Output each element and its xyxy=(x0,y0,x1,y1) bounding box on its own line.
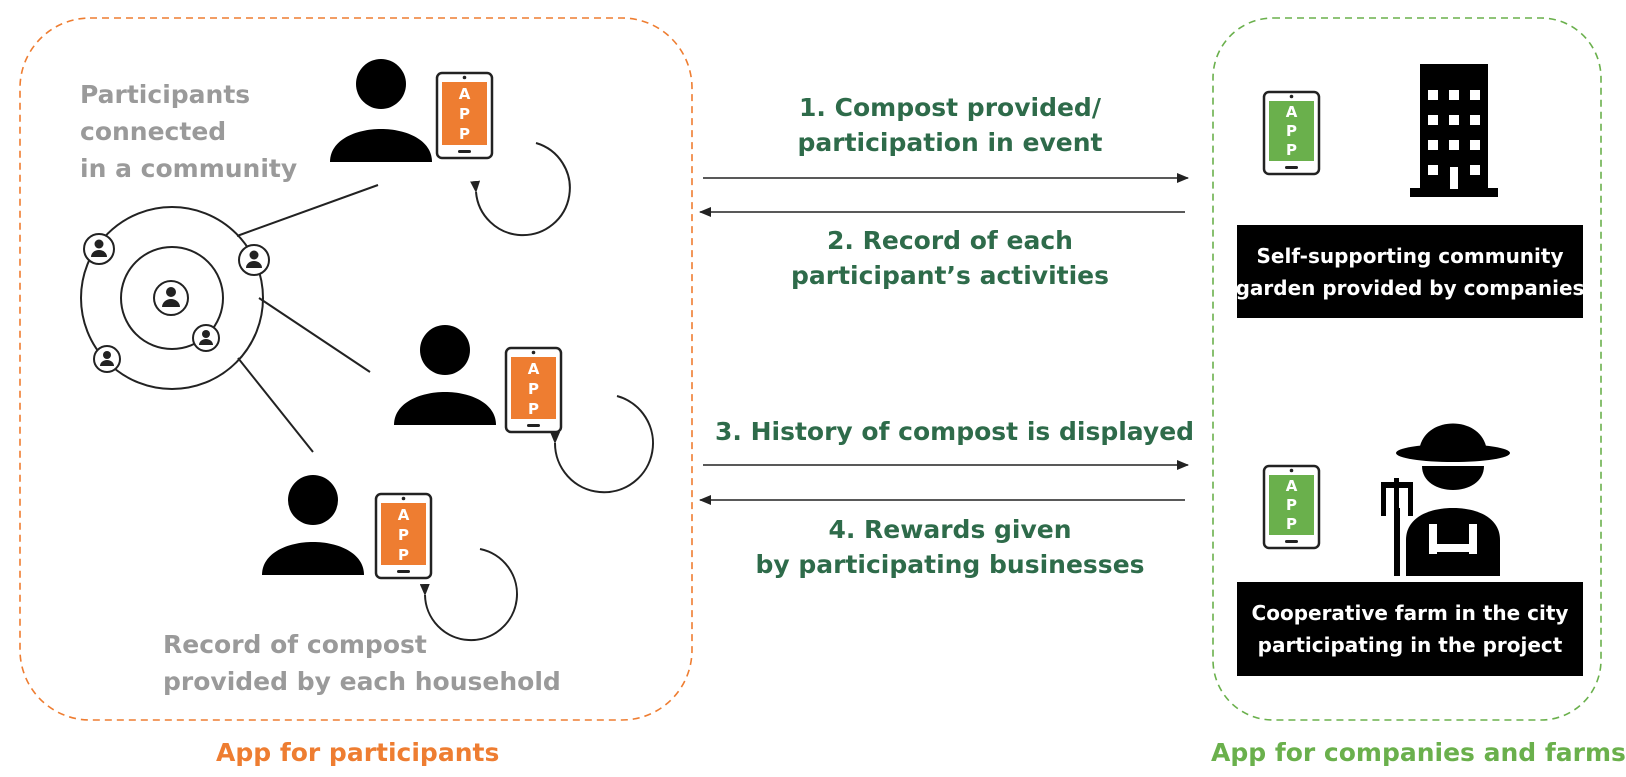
refresh-cycle-icon xyxy=(419,548,518,642)
participant-person-icon xyxy=(262,475,364,575)
member-node-icon xyxy=(83,233,115,265)
participants-panel-title: App for participants xyxy=(216,738,500,767)
companies-panel-border xyxy=(1212,17,1602,721)
member-node-icon xyxy=(153,280,189,316)
record-label: Record of compost provided by each house… xyxy=(163,630,561,696)
community-network-icon xyxy=(80,184,379,453)
app-label-farm: A P P xyxy=(1285,477,1298,533)
farmer-overalls-detail xyxy=(1429,524,1477,554)
community-label: Participants connected in a community xyxy=(80,80,298,183)
member-node-icon xyxy=(192,324,220,352)
app-label-participant-1: A P P xyxy=(458,85,471,143)
farm-phone-icon xyxy=(1262,464,1321,550)
participants-panel-border xyxy=(19,17,693,721)
participant-phone-icon xyxy=(435,71,494,160)
participant-phone-icon xyxy=(374,492,433,580)
garden-caption-box: Self-supporting community garden provide… xyxy=(1236,225,1584,318)
companies-panel-title: App for companies and farms xyxy=(1211,738,1626,767)
app-label-company: A P P xyxy=(1285,103,1298,159)
app-label-participant-3: A P P xyxy=(397,506,410,564)
company-phone-icon xyxy=(1262,90,1321,176)
refresh-cycle-icon xyxy=(470,142,571,237)
member-node-icon xyxy=(238,244,270,276)
refresh-cycle-icon xyxy=(550,395,654,494)
farmer-icon xyxy=(1381,423,1510,576)
flow-label-2: 2. Record of each participant’s activiti… xyxy=(790,226,1110,290)
participant-person-icon xyxy=(394,325,496,425)
farm-caption-box: Cooperative farm in the city participati… xyxy=(1237,582,1583,676)
flow-label-4: 4. Rewards given by participating busine… xyxy=(755,515,1145,579)
flow-label-1: 1. Compost provided/ participation in ev… xyxy=(797,93,1103,157)
app-label-participant-2: A P P xyxy=(527,360,540,418)
member-node-icon xyxy=(93,345,121,373)
participant-phone-icon xyxy=(504,346,563,434)
flow-label-3: 3. History of compost is displayed xyxy=(715,417,1195,446)
participant-person-icon xyxy=(330,59,432,162)
community-member-nodes xyxy=(83,233,270,373)
office-building-icon xyxy=(1410,64,1498,197)
